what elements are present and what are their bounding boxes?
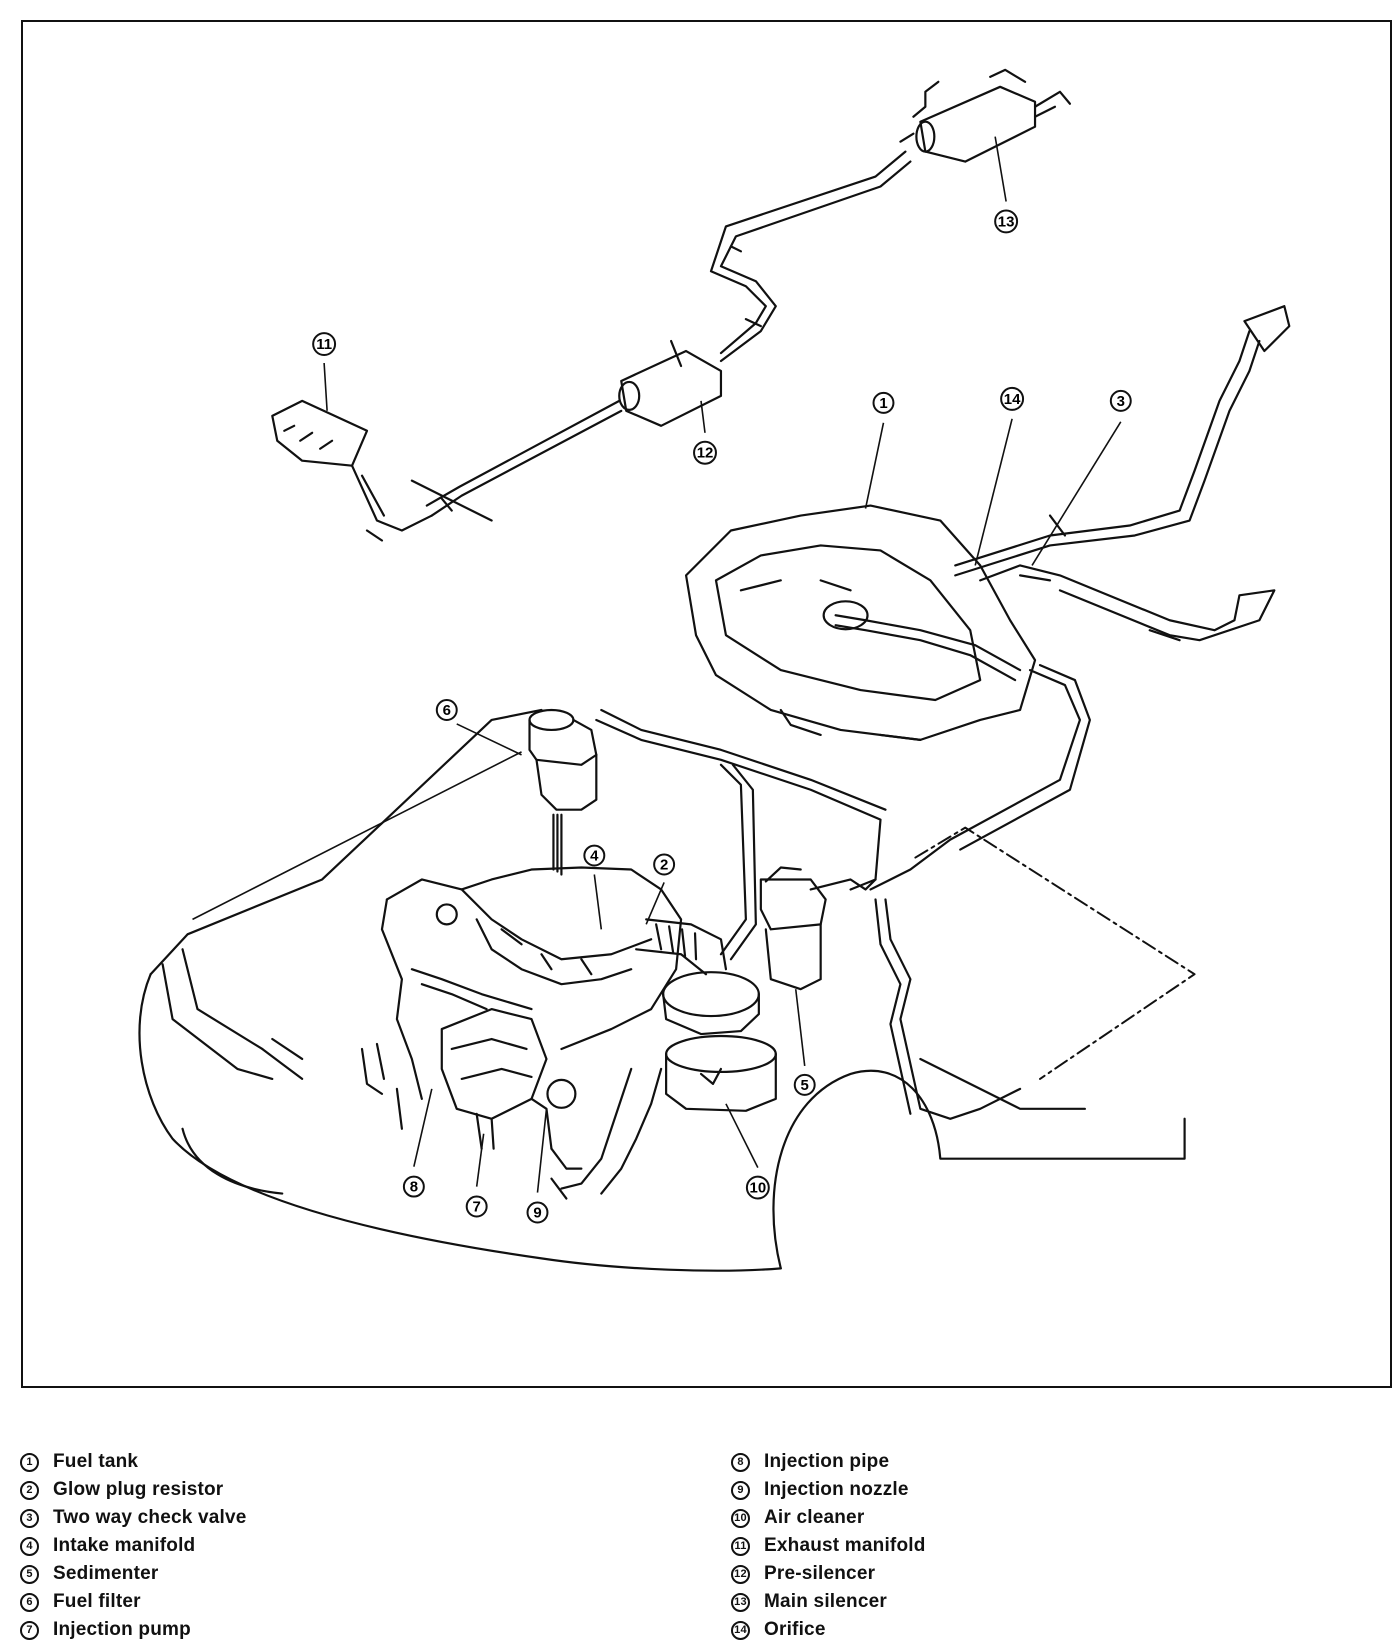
legend-item: 4 Intake manifold — [20, 1532, 247, 1560]
legend-label: Injection nozzle — [764, 1479, 909, 1500]
callout-7: 7 — [465, 1195, 488, 1218]
callout-13: 13 — [994, 209, 1019, 234]
callout-4-label: 4 — [590, 848, 599, 865]
legend-number: 5 — [20, 1564, 39, 1584]
callout-1: 1 — [872, 391, 895, 414]
legend-label: Injection pipe — [764, 1451, 890, 1472]
legend-label: Pre-silencer — [764, 1563, 876, 1584]
callout-12: 12 — [693, 440, 717, 465]
legend-item: 3 Two way check valve — [20, 1504, 247, 1532]
legend-item: 14 Orifice — [731, 1616, 926, 1644]
callout-2-label: 2 — [660, 857, 668, 874]
injection-pump-drawing — [440, 1008, 577, 1150]
callout-1-label: 1 — [879, 395, 887, 412]
callout-8-label: 8 — [410, 1179, 418, 1196]
fuel-filler-neck — [954, 305, 1291, 577]
legend-item: 13 Main silencer — [731, 1588, 926, 1616]
legend-number: 2 — [20, 1480, 39, 1500]
engine-fuel-exhaust-diagram: 1 2 3 4 5 6 7 8 9 10 11 12 13 14 — [138, 68, 1291, 1272]
callout-9: 9 — [526, 1201, 549, 1224]
callout-5-label: 5 — [801, 1077, 809, 1094]
fuel-tank-drawing — [684, 504, 1037, 741]
legend-item: 10 Air cleaner — [731, 1504, 926, 1532]
callout-3-label: 3 — [1117, 393, 1125, 410]
callout-6-label: 6 — [443, 702, 451, 719]
callout-12-label: 12 — [697, 445, 714, 462]
legend-item: 12 Pre-silencer — [731, 1560, 926, 1588]
callout-6: 6 — [435, 699, 458, 721]
legend-label: Glow plug resistor — [53, 1479, 224, 1500]
callout-leader-lines — [192, 136, 1122, 1193]
callout-14-label: 14 — [1004, 391, 1021, 408]
callout-5: 5 — [793, 1073, 816, 1096]
legend-item: 7 Injection pump — [20, 1616, 247, 1644]
legend-number: 9 — [731, 1480, 750, 1500]
legend-number: 7 — [20, 1620, 39, 1640]
legend-number: 4 — [20, 1536, 39, 1556]
legend-left-column: 1 Fuel tank 2 Glow plug resistor 3 Two way … — [20, 1448, 247, 1644]
legend-number: 13 — [731, 1592, 750, 1612]
legend-label: Intake manifold — [53, 1535, 196, 1556]
legend-item: 5 Sedimenter — [20, 1560, 247, 1588]
legend-label: Two way check valve — [53, 1507, 247, 1528]
legend-number: 1 — [20, 1452, 39, 1472]
car-body-outline — [138, 708, 1186, 1272]
legend-label: Orifice — [764, 1619, 826, 1640]
legend-number: 14 — [731, 1620, 750, 1640]
air-cleaner-drawing — [662, 971, 777, 1112]
callout-13-label: 13 — [998, 213, 1015, 230]
legend-label: Fuel tank — [53, 1451, 139, 1472]
reference-line — [914, 826, 1196, 1080]
exhaust-center-pipe — [709, 150, 912, 363]
callout-14: 14 — [1000, 386, 1025, 411]
main-silencer-drawing — [899, 68, 1072, 163]
callout-3: 3 — [1109, 389, 1132, 412]
legend-item: 1 Fuel tank — [20, 1448, 247, 1476]
callout-11: 11 — [312, 332, 337, 357]
legend-item: 8 Injection pipe — [731, 1448, 926, 1476]
diagram-frame: 1 2 3 4 5 6 7 8 9 10 11 12 13 14 — [21, 20, 1392, 1388]
legend-label: Sedimenter — [53, 1563, 159, 1584]
callout-7-label: 7 — [473, 1199, 481, 1216]
legend-number: 8 — [731, 1452, 750, 1472]
callout-8: 8 — [402, 1175, 425, 1198]
legend-item: 2 Glow plug resistor — [20, 1476, 247, 1504]
legend-number: 12 — [731, 1564, 750, 1584]
legend-right-column: 8 Injection pipe 9 Injection nozzle 10 Air … — [731, 1448, 926, 1644]
callout-10: 10 — [745, 1175, 770, 1200]
legend-label: Main silencer — [764, 1591, 887, 1612]
tank-support-bracket — [979, 564, 1276, 642]
engine-block-drawing — [360, 866, 683, 1130]
callout-10-label: 10 — [750, 1180, 767, 1197]
legend-label: Injection pump — [53, 1619, 191, 1640]
legend-label: Exhaust manifold — [764, 1535, 926, 1556]
legend-item: 11 Exhaust manifold — [731, 1532, 926, 1560]
legend-label: Air cleaner — [764, 1507, 865, 1528]
sedimenter-drawing — [759, 866, 877, 991]
pre-silencer-drawing — [618, 339, 723, 427]
legend-item: 9 Injection nozzle — [731, 1476, 926, 1504]
exhaust-front-pipe — [410, 399, 623, 522]
callout-11-label: 11 — [316, 336, 332, 353]
callout-2: 2 — [653, 853, 676, 876]
exhaust-manifold-drawing — [271, 399, 433, 542]
fuel-lines — [595, 664, 1091, 1120]
legend-number: 10 — [731, 1508, 750, 1528]
callout-9-label: 9 — [533, 1204, 541, 1221]
fuel-filter-drawing — [528, 708, 598, 876]
legend-label: Fuel filter — [53, 1591, 141, 1612]
callout-markers: 1 2 3 4 5 6 7 8 9 10 11 12 13 14 — [312, 209, 1132, 1224]
legend-item: 6 Fuel filter — [20, 1588, 247, 1616]
legend-number: 11 — [731, 1536, 750, 1556]
callout-4: 4 — [583, 844, 606, 867]
legend-number: 6 — [20, 1592, 39, 1612]
air-intake-duct — [550, 918, 728, 1200]
legend-number: 3 — [20, 1508, 39, 1528]
